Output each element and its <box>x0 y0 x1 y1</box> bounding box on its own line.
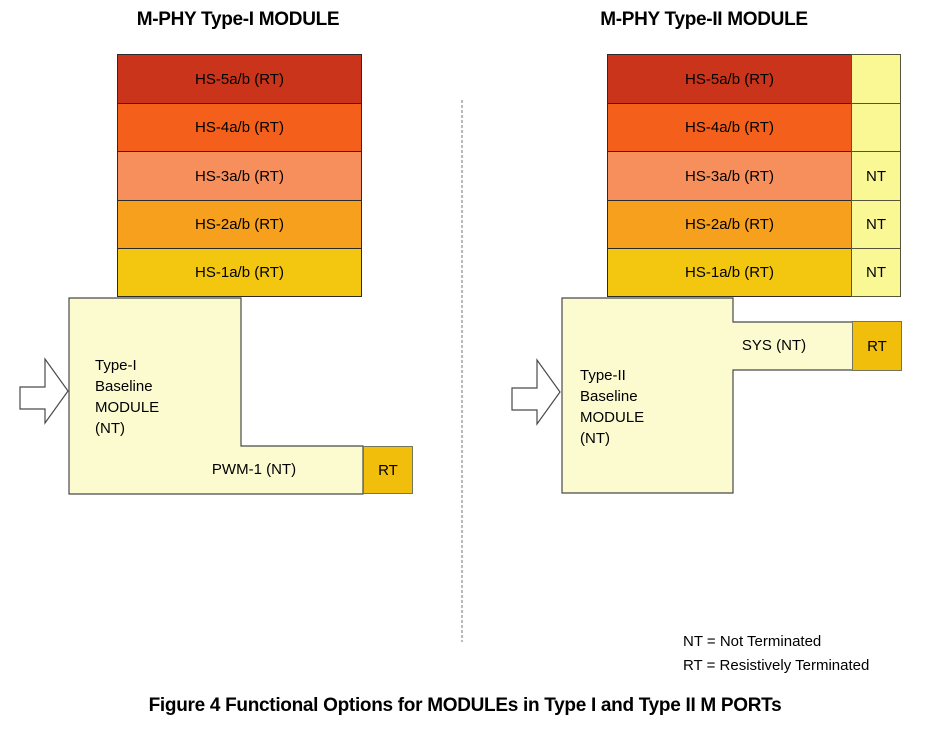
right-termination-column: NT NT NT <box>851 0 902 300</box>
left-gear-stack: HS-5a/b (RT) HS-4a/b (RT) HS-3a/b (RT) H… <box>117 0 362 300</box>
rt-termination-box: RT <box>852 321 902 371</box>
nt-termination-box <box>851 103 901 152</box>
legend-line: RT = Resistively Terminated <box>683 656 870 674</box>
legend-line: NT = Not Terminated <box>683 633 822 650</box>
hs-gear-bar: HS-3a/b (RT) <box>117 151 362 201</box>
pwm-port-label: PWM-1 (NT) <box>211 461 297 478</box>
hs-gear-bar: HS-4a/b (RT) <box>607 103 852 152</box>
right-gear-stack: HS-5a/b (RT) HS-4a/b (RT) HS-3a/b (RT) H… <box>607 0 852 300</box>
type2-module-label: Type-II Baseline MODULE (NT) <box>580 367 645 447</box>
figure-caption: Figure 4 Functional Options for MODULEs … <box>148 695 782 716</box>
hs-gear-bar: HS-4a/b (RT) <box>117 103 362 152</box>
hs-gear-bar: HS-2a/b (RT) <box>117 200 362 249</box>
nt-termination-box: NT <box>851 248 901 297</box>
hs-gear-bar: HS-1a/b (RT) <box>607 248 852 297</box>
hs-gear-bar: HS-2a/b (RT) <box>607 200 852 249</box>
left-panel-title: M-PHY Type-I MODULE <box>136 9 340 30</box>
nt-termination-box <box>851 54 901 104</box>
left-input-arrow-icon <box>19 357 69 425</box>
type1-module-label: Type-I Baseline MODULE (NT) <box>95 357 160 437</box>
hs-gear-bar: HS-5a/b (RT) <box>607 54 852 104</box>
hs-gear-bar: HS-1a/b (RT) <box>117 248 362 297</box>
right-panel-title: M-PHY Type-II MODULE <box>600 9 808 30</box>
right-input-arrow-icon <box>511 358 561 426</box>
hs-gear-bar: HS-5a/b (RT) <box>117 54 362 104</box>
sys-port-label: SYS (NT) <box>741 337 807 354</box>
rt-termination-box: RT <box>363 446 413 494</box>
hs-gear-bar: HS-3a/b (RT) <box>607 151 852 201</box>
nt-termination-box: NT <box>851 151 901 201</box>
nt-termination-box: NT <box>851 200 901 249</box>
legend: NT = Not Terminated RT = Resistively Ter… <box>683 630 869 677</box>
